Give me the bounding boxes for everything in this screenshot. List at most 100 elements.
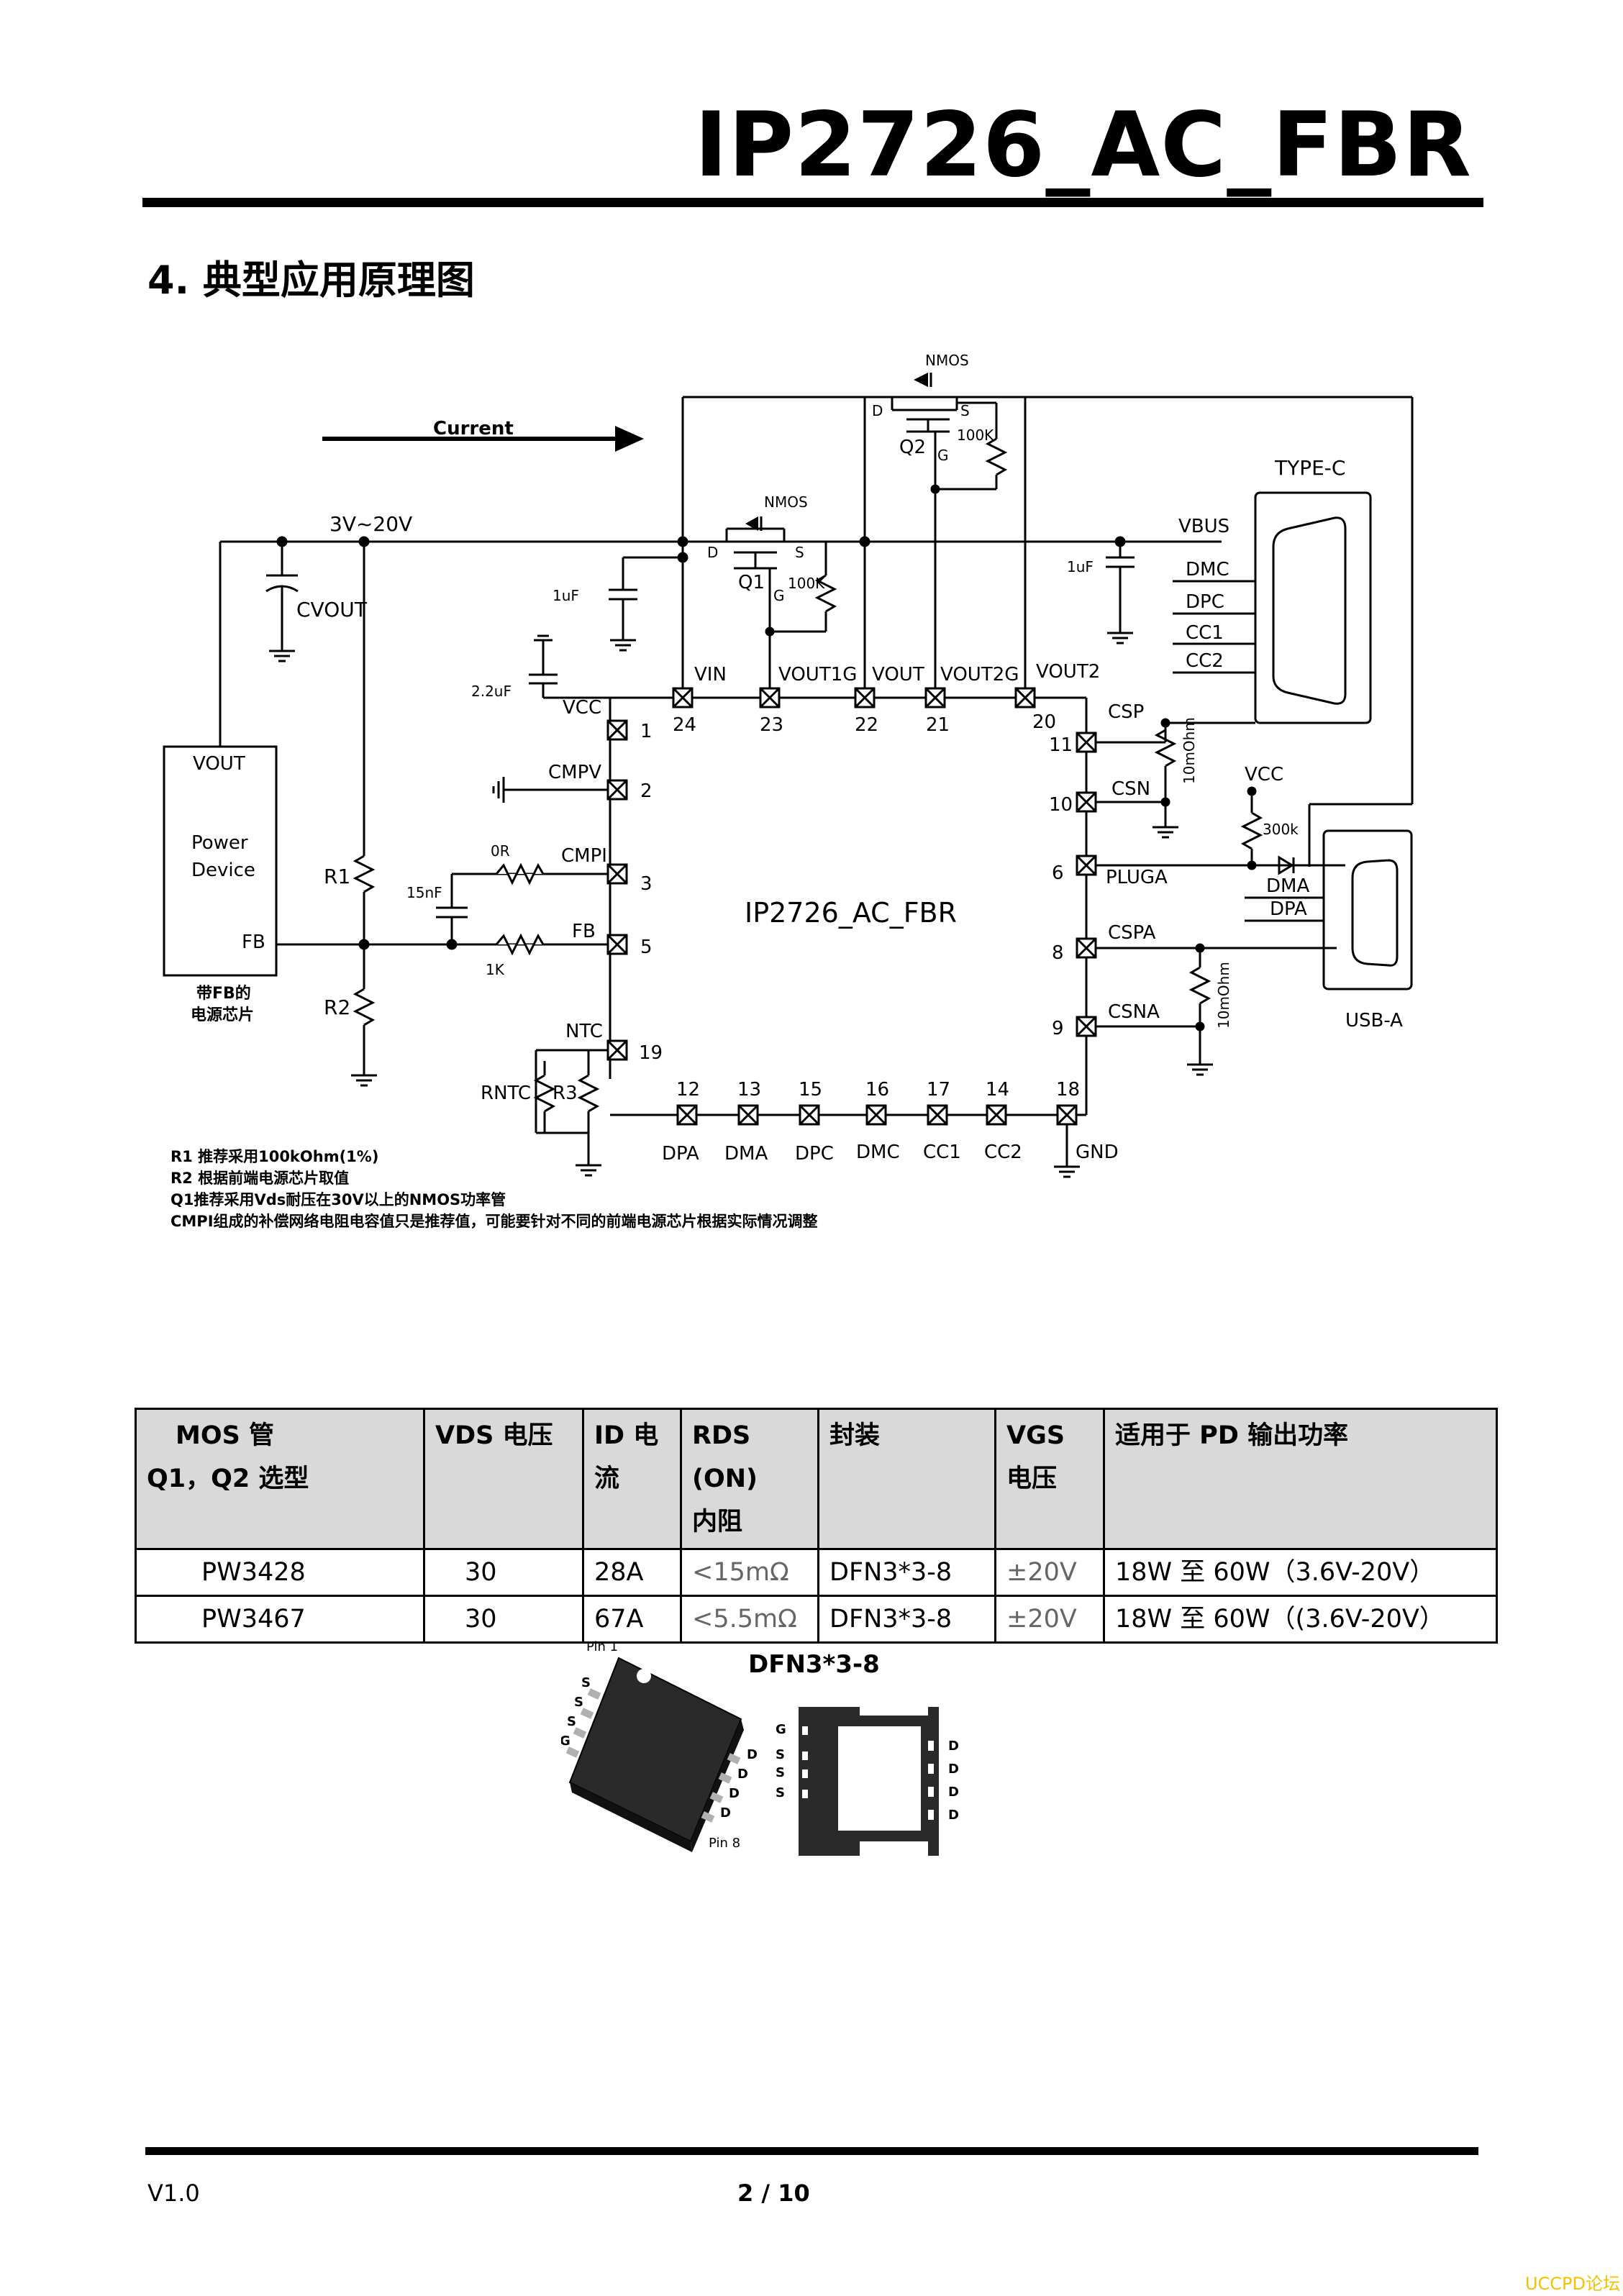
footer-rule xyxy=(145,2147,1478,2155)
pin-vout1g-name: VOUT1G xyxy=(778,664,857,685)
pin-dma-num: 13 xyxy=(737,1079,761,1101)
svg-text:D: D xyxy=(948,1739,959,1754)
cell-vds: 30 xyxy=(423,1595,584,1644)
pin-ntc-name: NTC xyxy=(565,1021,603,1042)
svg-text:D: D xyxy=(747,1747,758,1762)
pin-csn-name: CSN xyxy=(1111,778,1150,800)
q1-s: S xyxy=(795,544,804,561)
cell-power: 18W 至 60W（3.6V-20V） xyxy=(1103,1548,1498,1597)
typec-title: TYPE-C xyxy=(1274,456,1345,480)
typec-cc2: CC2 xyxy=(1186,650,1224,672)
chip-name: IP2726_AC_FBR xyxy=(745,897,957,929)
pin8-label: Pin 8 xyxy=(709,1836,740,1851)
r1-label: R1 xyxy=(324,865,350,888)
cell-id: 67A xyxy=(582,1595,682,1644)
svg-text:S: S xyxy=(567,1714,576,1729)
version-label: V1.0 xyxy=(147,2179,200,2207)
svg-text:S: S xyxy=(776,1785,785,1800)
q2-s: S xyxy=(960,402,970,419)
svg-text:D: D xyxy=(948,1785,959,1800)
pin-vout2g-num: 21 xyxy=(926,714,950,736)
cell-id: 28A xyxy=(582,1548,682,1597)
pin-vin-num: 24 xyxy=(673,714,696,736)
watermark: UCCPD论坛 xyxy=(1524,2274,1620,2294)
q2-100k: 100K xyxy=(957,427,994,444)
dfn-package-illustration: DFN3*3-8 Pin 1 Pin 8 S S S G D D D D xyxy=(561,1639,959,1856)
pin-vout2-name: VOUT2 xyxy=(1036,661,1100,683)
pin-pluga-num: 6 xyxy=(1052,862,1064,884)
package-title: DFN3*3-8 xyxy=(748,1650,880,1679)
application-schematic: Current 3V~20V CVOUT VOUT Power Device F… xyxy=(163,352,1414,1230)
pin-ntc-num: 19 xyxy=(639,1042,663,1064)
pin-vout2g-name: VOUT2G xyxy=(940,664,1019,685)
svg-text:D: D xyxy=(737,1767,748,1782)
cell-power: 18W 至 60W（(3.6V-20V） xyxy=(1103,1595,1498,1644)
pin-pluga-name: PLUGA xyxy=(1106,867,1168,888)
note-1: R1 推荐采用100kOhm(1%) xyxy=(171,1148,378,1165)
cell-package: DFN3*3-8 xyxy=(817,1595,996,1644)
pin-dpa-num: 12 xyxy=(676,1079,700,1101)
pin-csna-num: 9 xyxy=(1052,1018,1064,1039)
pin-cmpi-num: 3 xyxy=(640,873,653,895)
pin-dpc-num: 15 xyxy=(799,1079,822,1101)
pin-dmc-name: DMC xyxy=(856,1142,900,1163)
svg-text:D: D xyxy=(948,1762,959,1777)
pin-vout2-num: 20 xyxy=(1032,711,1056,733)
col-vds: VDS 电压 xyxy=(423,1408,584,1550)
r3-label: R3 xyxy=(553,1083,578,1104)
pin-cc2-name: CC2 xyxy=(984,1142,1022,1163)
pin-csp-name: CSP xyxy=(1108,701,1144,723)
pin1-label: Pin 1 xyxy=(586,1639,618,1654)
cell-part: PW3428 xyxy=(135,1548,425,1597)
power-device-note2: 电源芯片 xyxy=(191,1006,254,1024)
note-3: Q1推荐采用Vds耐压在30V以上的NMOS功率管 xyxy=(171,1191,506,1208)
r1k-label: 1K xyxy=(486,961,505,978)
pin-vin-name: VIN xyxy=(694,664,727,685)
r10m-top: 10mOhm xyxy=(1181,717,1198,784)
power-device-line2: Device xyxy=(191,860,255,881)
power-device-vout: VOUT xyxy=(193,753,245,775)
pin-cmpv-name: CMPV xyxy=(548,762,601,783)
col-rds: RDS (ON)内阻 xyxy=(680,1408,819,1550)
note-4: CMPI组成的补偿网络电阻电容值只是推荐值，可能要针对不同的前端电源芯片根据实际… xyxy=(171,1213,818,1230)
pin-vcc-name: VCC xyxy=(563,697,601,719)
pin-csp-num: 11 xyxy=(1049,734,1073,756)
pin-csn-num: 10 xyxy=(1049,794,1073,816)
col-package: 封装 xyxy=(817,1408,996,1550)
col-power: 适用于 PD 输出功率 xyxy=(1103,1408,1498,1550)
cell-part: PW3467 xyxy=(135,1595,425,1644)
pin-csna-name: CSNA xyxy=(1108,1001,1160,1023)
table-row: PW3467 30 67A <5.5mΩ DFN3*3-8 ±20V 18W 至… xyxy=(135,1595,1498,1644)
q1-g: G xyxy=(773,587,785,604)
cell-rds: <5.5mΩ xyxy=(680,1595,819,1644)
typec-dpc: DPC xyxy=(1186,591,1224,613)
q2-d: D xyxy=(872,402,883,419)
section-heading: 4. 典型应用原理图 xyxy=(147,258,475,303)
pin-cmpv-num: 2 xyxy=(640,780,653,802)
q2-label: Q2 xyxy=(899,437,926,458)
q1-d: D xyxy=(707,544,718,561)
pin-cc1-name: CC1 xyxy=(923,1142,961,1163)
cell-package: DFN3*3-8 xyxy=(817,1548,996,1597)
pin-gnd-name: GND xyxy=(1076,1142,1119,1163)
cap-2-2uf-label: 2.2uF xyxy=(471,683,512,700)
svg-text:S: S xyxy=(574,1695,583,1710)
pin-fb-name: FB xyxy=(572,921,596,942)
svg-text:S: S xyxy=(776,1765,785,1780)
pin-dma-name: DMA xyxy=(724,1143,768,1165)
power-device-fb: FB xyxy=(242,931,265,953)
col-id: ID 电流 xyxy=(582,1408,682,1550)
package-bottom-view: G S S S D D D D xyxy=(776,1707,959,1856)
pin-vout1g-num: 23 xyxy=(760,714,783,736)
svg-text:S: S xyxy=(581,1675,591,1690)
q2-nmos-label: NMOS xyxy=(925,352,969,369)
typec-dmc: DMC xyxy=(1186,559,1229,580)
cell-vds: 30 xyxy=(423,1548,584,1597)
cap-1uf-left: 1uF xyxy=(553,587,579,604)
current-label: Current xyxy=(433,418,514,439)
pin-dpa-name: DPA xyxy=(662,1143,699,1165)
usba-dpa: DPA xyxy=(1270,898,1307,920)
svg-text:G: G xyxy=(776,1722,786,1737)
usba-dma: DMA xyxy=(1266,875,1309,897)
